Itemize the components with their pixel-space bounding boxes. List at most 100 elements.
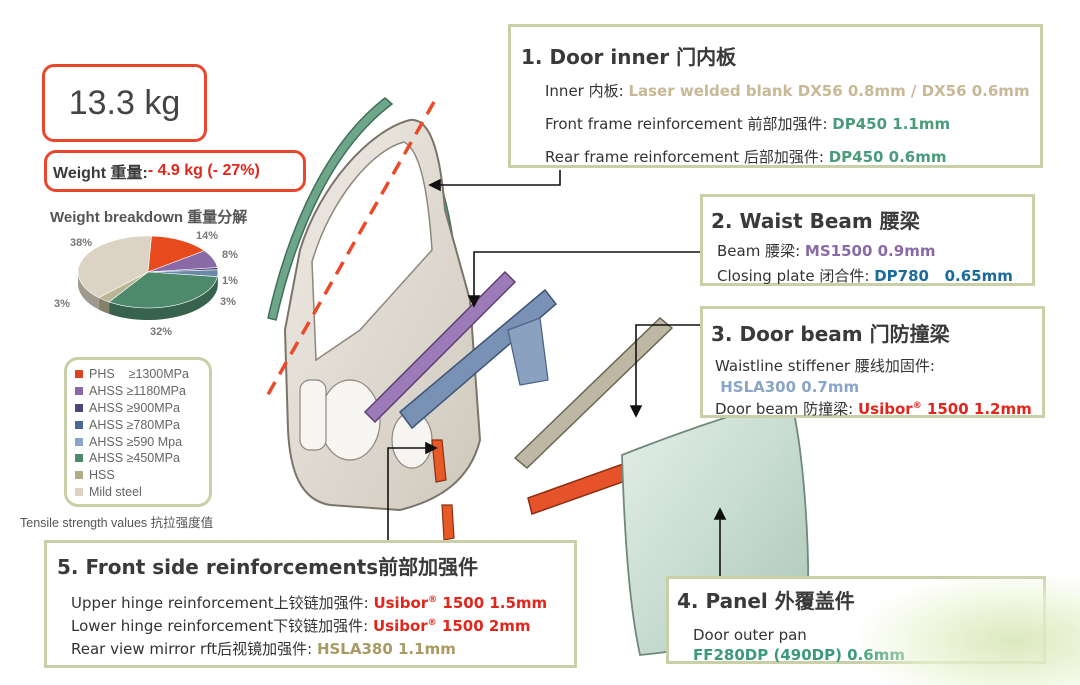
arrow-box3-head <box>629 405 643 418</box>
line-label: Front frame reinforcement 前部加强件: <box>545 115 833 133</box>
legend-label: PHS ≥1300MPa <box>89 367 189 382</box>
waist-beam-title: 2. Waist Beam 腰梁 <box>711 209 920 233</box>
legend-item: Mild steel <box>75 484 209 501</box>
line-label: Upper hinge reinforcement上铰链加强件: <box>71 594 374 612</box>
line-spec: DP450 0.6mm <box>828 148 947 166</box>
legend-label: AHSS ≥780MPa <box>89 417 180 432</box>
legend-label: AHSS ≥590 Mpa <box>89 434 183 449</box>
waist-beam-line: Closing plate 闭合件: DP780 0.65mm <box>717 265 1032 286</box>
front-side-line: Lower hinge reinforcement下铰链加强件: Usibor®… <box>71 615 574 636</box>
line-spec: DP780 0.65mm <box>874 267 1013 285</box>
door-inner-cutout <box>319 379 381 461</box>
line-spec: Usibor® 1500 1.2mm <box>857 400 1032 418</box>
line-spec: Laser welded blank DX56 0.8mm / DX56 0.6… <box>628 82 1030 100</box>
line-spec: DP450 1.1mm <box>832 115 951 133</box>
legend-swatch <box>75 370 83 379</box>
legend-swatch <box>75 437 83 446</box>
legend-label: Mild steel <box>89 484 142 499</box>
legend-label: AHSS ≥1180MPa <box>89 384 186 399</box>
door-inner-line: Rear frame reinforcement 后部加强件: DP450 0.… <box>545 146 1040 167</box>
pie-label-hss: 3% <box>54 298 70 310</box>
pie-label-ahss780: 3% <box>220 296 236 308</box>
panel-spec: FF280DP (490DP) 0.6mm <box>693 646 905 664</box>
door-inner-line: Front frame reinforcement 前部加强件: DP450 1… <box>545 113 1040 134</box>
total-weight-box: 13.3 kg <box>42 64 207 142</box>
line-label: Rear frame reinforcement 后部加强件: <box>545 148 829 166</box>
legend-swatch <box>75 454 83 463</box>
arrow-box3 <box>635 324 700 410</box>
waist-closing-plate <box>398 288 558 430</box>
legend-label: HSS <box>89 468 115 483</box>
arrow-box1-head <box>428 178 441 192</box>
front-side-line: Upper hinge reinforcement上铰链加强件: Usibor®… <box>71 592 574 613</box>
door-window-opening <box>311 141 433 362</box>
panel-title: 4. Panel 外覆盖件 <box>677 589 855 613</box>
front-side-line: Rear view mirror rft后视镜加强件: HSLA380 1.1m… <box>71 638 574 659</box>
waist-beam <box>363 270 517 424</box>
laser-weld-line <box>264 101 436 399</box>
pie-slice-side <box>109 276 218 320</box>
waistline-stiffener <box>513 316 674 470</box>
line-label: Inner 内板: <box>545 82 629 100</box>
pie-label-ahss900: 1% <box>222 275 238 287</box>
pie-slice <box>147 235 206 273</box>
door-inner-box: 1. Door inner 门内板 Inner 内板: Laser welded… <box>508 24 1043 168</box>
line-label: Beam 腰梁: <box>717 242 805 260</box>
legend-item: AHSS ≥1180MPa <box>75 383 209 400</box>
legend-item: AHSS ≥780MPa <box>75 416 209 433</box>
total-weight-value: 13.3 kg <box>68 83 181 122</box>
line-spec: Usibor® 1500 2mm <box>372 617 531 635</box>
door-inner-title: 1. Door inner 门内板 <box>521 45 737 69</box>
weight-reduction-label: Weight 重量: <box>53 165 148 182</box>
door-beam-box: 3. Door beam 门防撞梁 Waistline stiffener 腰线… <box>700 306 1045 418</box>
weight-reduction-box: Weight 重量: - 4.9 kg (- 27%) <box>44 150 306 192</box>
legend-item: AHSS ≥590 Mpa <box>75 433 209 450</box>
pie-top <box>77 235 219 309</box>
weight-reduction-value: - 4.9 kg (- 27%) <box>147 162 260 179</box>
arrow-box5-head <box>425 441 438 455</box>
panel-box: 4. Panel 外覆盖件 Door outer pan FF280DP (49… <box>666 576 1046 664</box>
pie-slice-side <box>98 297 110 314</box>
legend-item: AHSS ≥900MPa <box>75 400 209 417</box>
pie-slice <box>77 235 152 298</box>
upper-hinge-reinforcement <box>431 439 447 483</box>
legend-item: PHS ≥1300MPa <box>75 366 209 383</box>
front-side-reinforcements-title: 5. Front side reinforcements前部加强件 <box>57 555 479 579</box>
panel-line: Door outer pan <box>693 626 807 644</box>
waist-beam-box: 2. Waist Beam 腰梁 Beam 腰梁: MS1500 0.9mm C… <box>700 194 1035 286</box>
waistline-stiffener-label: Waistline stiffener 腰线加固件: <box>715 357 935 375</box>
line-spec: Usibor® 1500 1.5mm <box>373 594 548 612</box>
pie-label-ahss1180: 8% <box>222 249 238 261</box>
legend-label: AHSS ≥450MPa <box>89 451 180 466</box>
legend-swatch <box>75 471 83 480</box>
line-label: Door beam 防撞梁: <box>715 400 858 418</box>
waistline-stiffener-spec: HSLA300 0.7mm <box>715 378 860 396</box>
pie-slice-side <box>78 272 99 310</box>
pie-slice <box>108 271 218 309</box>
waist-beam-line: Beam 腰梁: MS1500 0.9mm <box>717 240 1032 261</box>
arrow-box2-head <box>467 295 481 308</box>
legend-swatch <box>75 487 83 496</box>
front-side-reinforcements-box: 5. Front side reinforcements前部加强件 Upper … <box>44 540 577 668</box>
lower-hinge-reinforcement <box>441 504 455 541</box>
hinge-bracket <box>507 317 549 386</box>
line-label: Lower hinge reinforcement下铰链加强件: <box>71 617 373 635</box>
weight-breakdown-title: Weight breakdown 重量分解 <box>50 209 248 226</box>
weight-breakdown-pie <box>77 235 219 320</box>
rear-frame-reinforcement <box>267 97 394 321</box>
line-spec: MS1500 0.9mm <box>804 242 936 260</box>
legend-swatch <box>75 387 83 396</box>
legend-swatch <box>75 403 83 412</box>
line-label: Closing plate 闭合件: <box>717 267 875 285</box>
door-inner-line: Inner 内板: Laser welded blank DX56 0.8mm … <box>545 80 1040 101</box>
arrow-box1 <box>434 170 561 186</box>
line-label: Rear view mirror rft后视镜加强件: <box>71 640 317 658</box>
door-beam-line: Door beam 防撞梁: Usibor® 1500 1.2mm <box>715 398 1042 419</box>
line-spec: HSLA380 1.1mm <box>316 640 456 658</box>
pie-label-mild-steel: 38% <box>70 237 93 249</box>
legend-label: AHSS ≥900MPa <box>89 400 180 415</box>
door-inner-cutout <box>299 379 327 451</box>
arrow-box4-head <box>713 507 727 520</box>
door-beam-title: 3. Door beam 门防撞梁 <box>711 322 950 346</box>
